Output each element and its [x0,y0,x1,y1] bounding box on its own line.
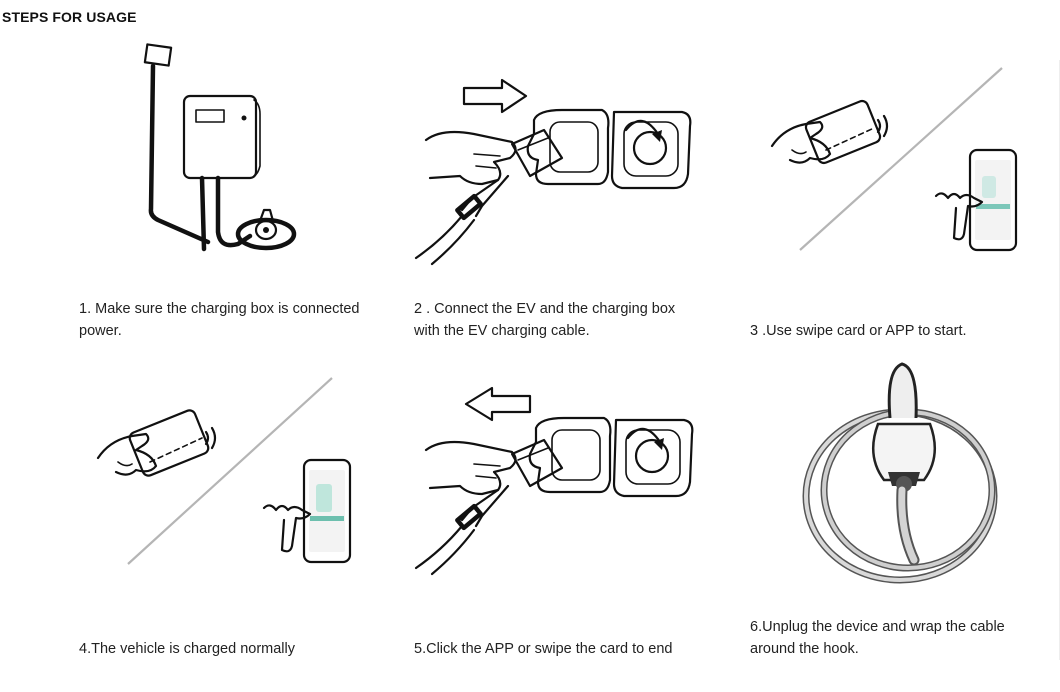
rfid-card-icon [804,99,882,165]
step-2-illustration [412,78,702,266]
step-4-illustration [96,374,358,574]
step-1-illustration [138,43,308,259]
card-and-app-icon [96,377,352,565]
step-2-caption-line-2: with the EV charging cable. [414,323,590,339]
step-6-caption-line-2: around the hook. [750,641,859,657]
plug-in-icon [414,78,692,266]
step-6-illustration [802,360,1004,585]
step-3-caption-line-1: 3 .Use swipe card or APP to start. [750,323,967,339]
unplug-icon [414,386,694,576]
arrow-left-icon [464,386,532,422]
step-1-caption-line-1: 1. Make sure the charging box is connect… [79,301,360,317]
card-and-app-icon [770,67,1018,252]
step-4-caption-line-1: 4.The vehicle is charged normally [79,641,295,657]
step-4-caption: 4.The vehicle is charged normally [79,638,399,660]
step-1-caption-line-2: power. [79,323,122,339]
rfid-card-icon [128,409,210,477]
nfc-signal-icon [876,114,889,138]
step-2-caption-line-1: 2 . Connect the EV and the charging box [414,301,676,317]
step-6-caption: 6.Unplug the device and wrap the cable a… [750,616,1060,660]
step-5-caption-line-1: 5.Click the APP or swipe the card to end [414,641,673,657]
cable-on-hook-icon [802,362,998,584]
step-6-caption-line-1: 6.Unplug the device and wrap the cable [750,619,1005,635]
nfc-signal-icon [204,426,217,450]
wall-charger-icon [143,43,297,252]
step-5-illustration [412,386,704,578]
step-1-caption: 1. Make sure the charging box is connect… [79,298,399,342]
step-3-caption: 3 .Use swipe card or APP to start. [750,320,1060,342]
step-5-caption: 5.Click the APP or swipe the card to end [414,638,734,660]
arrow-right-icon [462,78,528,114]
step-2-caption: 2 . Connect the EV and the charging box … [414,298,734,342]
step-3-illustration [770,66,1018,261]
smartphone-icon [968,148,1018,252]
page-title: STEPS FOR USAGE [2,9,137,25]
